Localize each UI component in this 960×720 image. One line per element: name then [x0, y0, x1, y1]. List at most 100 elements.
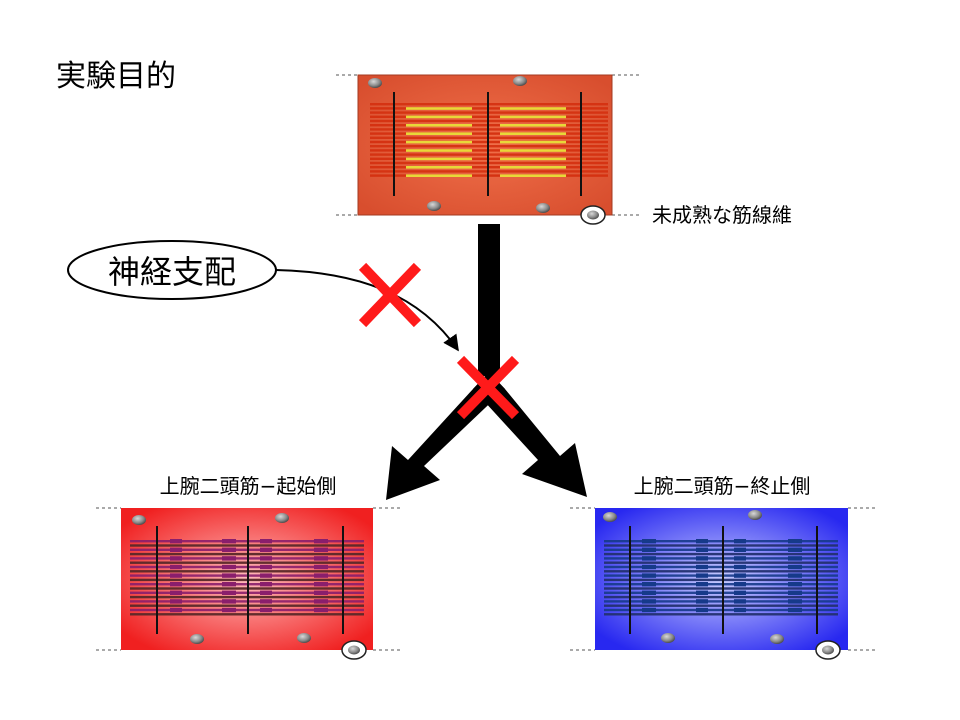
nucleus — [748, 510, 762, 520]
blocked-cross-icon — [358, 262, 422, 328]
myosin-block — [260, 607, 272, 613]
myosin-block — [222, 590, 236, 595]
thin-filament — [406, 115, 472, 119]
thin-filament — [406, 140, 472, 144]
myosin-block — [788, 607, 802, 613]
nucleus — [427, 201, 441, 211]
thin-filament — [500, 157, 566, 161]
myosin-block — [170, 573, 182, 578]
myosin-block — [734, 599, 746, 604]
thin-filament — [604, 561, 838, 564]
myosin-block — [170, 564, 182, 570]
myosin-block — [170, 539, 182, 544]
myosin-block — [734, 539, 746, 544]
myosin-block — [788, 590, 802, 595]
myosin-block — [734, 556, 746, 561]
myosin-block — [170, 556, 182, 561]
myosin-block — [260, 590, 272, 595]
myosin-block — [696, 539, 708, 544]
myosin-block — [170, 599, 182, 604]
myosin-block — [696, 607, 708, 613]
immature-fiber-label: 未成熟な筋線維 — [652, 203, 792, 227]
myosin-block — [314, 590, 328, 595]
nucleus — [770, 634, 784, 644]
myosin-block — [788, 539, 802, 544]
myosin-block — [642, 599, 656, 604]
myosin-block — [222, 547, 236, 552]
thin-filament — [500, 140, 566, 144]
thick-filament — [604, 557, 838, 560]
myofibril-filaments — [604, 539, 838, 616]
nucleus — [190, 634, 204, 644]
thin-filament — [604, 604, 838, 607]
myosin-block — [222, 539, 236, 544]
blocked-cross-icon — [456, 355, 520, 420]
myosin-block — [170, 582, 182, 587]
myosin-block — [788, 599, 802, 604]
insertion-side-label: 上腕二頭筋−終止側 — [634, 474, 811, 498]
thin-filament — [500, 124, 566, 127]
thin-filament — [604, 613, 838, 616]
myosin-block — [314, 564, 328, 570]
nucleus — [132, 515, 146, 525]
innervation-pathway — [275, 269, 459, 352]
myosin-block — [170, 607, 182, 613]
myosin-block — [642, 582, 656, 587]
myosin-block — [788, 547, 802, 552]
immature-fiber — [336, 74, 640, 225]
insertion-side-fiber — [570, 507, 876, 660]
myosin-block — [642, 573, 656, 578]
myosin-block — [788, 573, 802, 578]
myosin-block — [260, 547, 272, 552]
nucleus — [661, 633, 675, 643]
innervation-label: 神経支配 — [108, 253, 236, 291]
nucleus — [536, 203, 550, 213]
nucleus — [368, 78, 382, 88]
thin-filament — [500, 132, 566, 135]
thin-filament — [500, 107, 566, 110]
myosin-block — [696, 590, 708, 595]
myosin-block — [314, 539, 328, 544]
myosin-block — [642, 547, 656, 552]
myosin-block — [696, 564, 708, 570]
myosin-block — [222, 573, 236, 578]
satellite-cell — [341, 640, 367, 660]
thin-filament — [500, 174, 566, 177]
myosin-block — [260, 599, 272, 604]
myosin-block — [222, 599, 236, 604]
thick-filament — [604, 548, 838, 551]
thin-filament — [406, 174, 472, 177]
myosin-block — [788, 564, 802, 570]
myosin-block — [734, 590, 746, 595]
myosin-block — [222, 582, 236, 587]
nucleus — [297, 633, 311, 643]
myosin-block — [642, 590, 656, 595]
slide-title: 実験目的 — [56, 59, 176, 94]
thin-filament — [500, 166, 566, 169]
nucleus — [513, 76, 527, 86]
myosin-block — [170, 547, 182, 552]
myosin-block — [696, 573, 708, 578]
nucleus — [275, 513, 289, 523]
myosin-block — [696, 599, 708, 604]
myosin-block — [642, 607, 656, 613]
myosin-block — [734, 582, 746, 587]
thin-filament — [406, 124, 472, 127]
myosin-block — [260, 573, 272, 578]
myosin-block — [260, 539, 272, 544]
myosin-block — [734, 547, 746, 552]
myosin-block — [314, 556, 328, 561]
thin-filament — [604, 578, 838, 582]
thick-filament — [604, 574, 838, 577]
myosin-block — [260, 556, 272, 561]
thin-filament — [406, 132, 472, 135]
thick-filament — [604, 600, 838, 603]
myosin-block — [696, 556, 708, 561]
thin-filament — [604, 595, 838, 599]
thin-filament — [406, 166, 472, 169]
thin-filament — [604, 570, 838, 573]
myosin-block — [222, 564, 236, 570]
myosin-block — [260, 582, 272, 587]
myosin-block — [734, 564, 746, 570]
myosin-block — [314, 547, 328, 552]
